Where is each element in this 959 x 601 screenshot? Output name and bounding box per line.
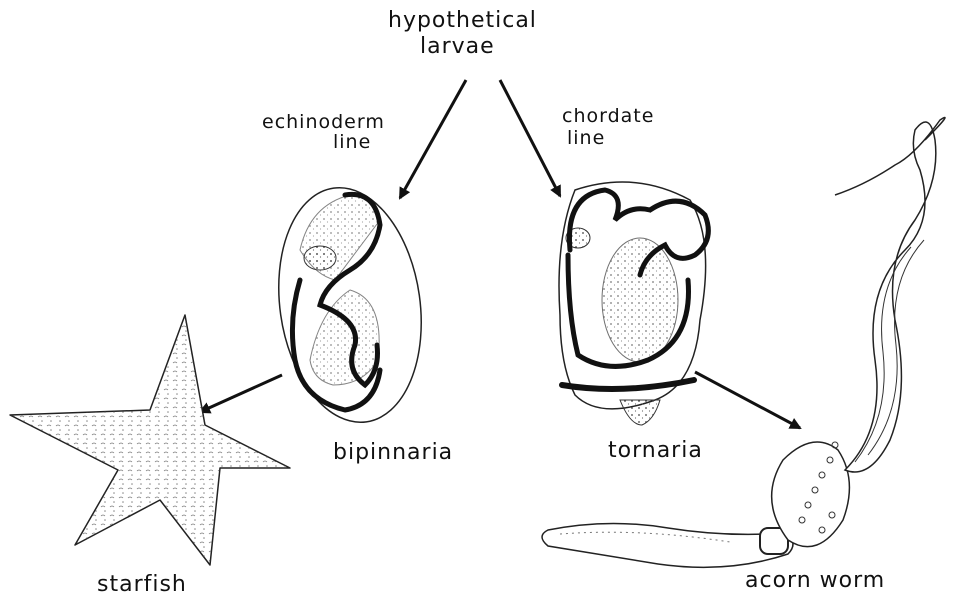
arrow-to-starfish xyxy=(200,375,282,412)
bipinnaria-larva-drawing xyxy=(264,178,435,431)
tornaria-larva-drawing xyxy=(559,182,708,425)
arrow-to-bipinnaria xyxy=(400,80,466,198)
root-label-line1: hypothetical xyxy=(388,10,537,32)
starfish-label: starfish xyxy=(97,574,187,596)
echinoderm-line-label-line2: line xyxy=(333,132,371,152)
echinoderm-line-label-line1: echinoderm xyxy=(262,112,385,132)
tornaria-label: tornaria xyxy=(608,440,703,462)
chordate-line-label-line2: line xyxy=(567,128,605,148)
acorn-worm-label: acorn worm xyxy=(745,570,885,592)
arrow-to-acorn-worm xyxy=(695,372,800,428)
chordate-line-label-line1: chordate xyxy=(562,106,654,126)
root-label-line2: larvae xyxy=(420,36,495,58)
starfish-drawing xyxy=(10,315,290,565)
arrow-to-tornaria xyxy=(500,80,560,196)
bipinnaria-label: bipinnaria xyxy=(333,442,453,464)
